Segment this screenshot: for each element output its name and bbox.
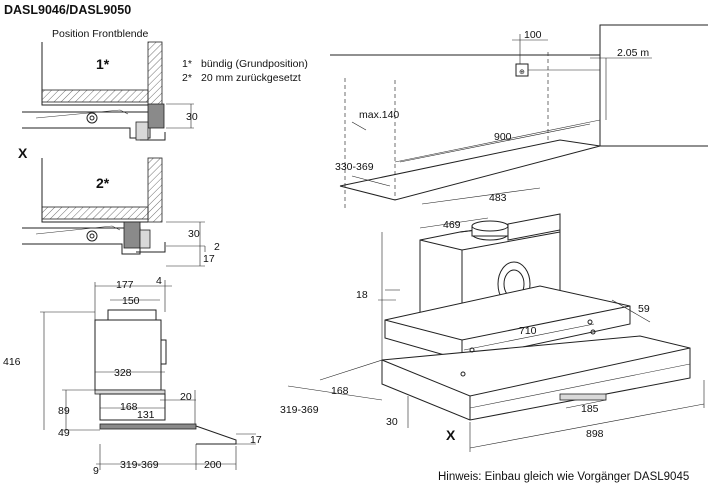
dim-2: 2 — [214, 241, 220, 253]
dim-17-bottom: 17 — [250, 434, 262, 446]
dim-2-05-m: 2.05 m — [617, 47, 649, 59]
legend-one-text: bündig (Grundposition) — [201, 58, 308, 70]
detail-recessed: 2* 30 2 17 — [22, 157, 220, 267]
dim-150: 150 — [122, 295, 140, 307]
dim-185: 185 — [581, 403, 599, 415]
dim-30-top: 30 — [186, 111, 198, 123]
dim-49: 49 — [58, 427, 70, 439]
dim-100: 100 — [524, 29, 542, 41]
dim-4: 4 — [156, 275, 162, 287]
legend-two-text: 20 mm zurückgesetzt — [201, 72, 301, 84]
dim-177: 177 — [116, 279, 134, 291]
dim-89: 89 — [58, 405, 70, 417]
isometric-view: ⊕ 100 2.05 m max.140 900 330-369 483 469 — [280, 24, 708, 452]
dim-168-iso: 168 — [331, 385, 349, 397]
dim-898: 898 — [586, 428, 604, 440]
dim-max-140: max.140 — [359, 109, 399, 121]
marker-x-left: X — [18, 145, 28, 161]
dim-483: 483 — [489, 192, 507, 204]
dim-20: 20 — [180, 391, 192, 403]
legend-one-marker: 1* — [182, 58, 192, 70]
dim-710: 710 — [519, 325, 537, 337]
dim-469: 469 — [443, 219, 461, 231]
position-label: Position Frontblende — [52, 28, 148, 40]
detail-flush: 1* 30 — [22, 41, 198, 141]
dim-17-top: 17 — [203, 253, 215, 265]
dim-330-369: 330-369 — [335, 161, 374, 173]
drawing-title: DASL9046/DASL9050 — [4, 3, 131, 17]
marker-one: 1* — [96, 56, 110, 72]
socket-icon: ⊕ — [519, 69, 525, 76]
dim-900: 900 — [494, 131, 512, 143]
marker-two: 2* — [96, 175, 110, 191]
dim-319-369-right: 319-369 — [280, 404, 319, 416]
dim-30-bottom: 30 — [188, 228, 200, 240]
dim-59: 59 — [638, 303, 650, 315]
dim-9: 9 — [93, 465, 99, 477]
footer-note: Hinweis: Einbau gleich wie Vorgänger DAS… — [438, 471, 689, 483]
side-elevation: 177 4 150 328 168 131 20 17 416 89 — [3, 275, 262, 477]
dim-416: 416 — [3, 356, 21, 368]
dim-200: 200 — [204, 459, 222, 471]
dim-30-iso: 30 — [386, 416, 398, 428]
dim-168: 168 — [120, 401, 138, 413]
dim-328: 328 — [114, 367, 132, 379]
marker-x-right: X — [446, 427, 456, 443]
dim-18: 18 — [356, 289, 368, 301]
legend-two-marker: 2* — [182, 72, 192, 84]
dim-131: 131 — [137, 409, 155, 421]
dim-319-369-left: 319-369 — [120, 459, 159, 471]
